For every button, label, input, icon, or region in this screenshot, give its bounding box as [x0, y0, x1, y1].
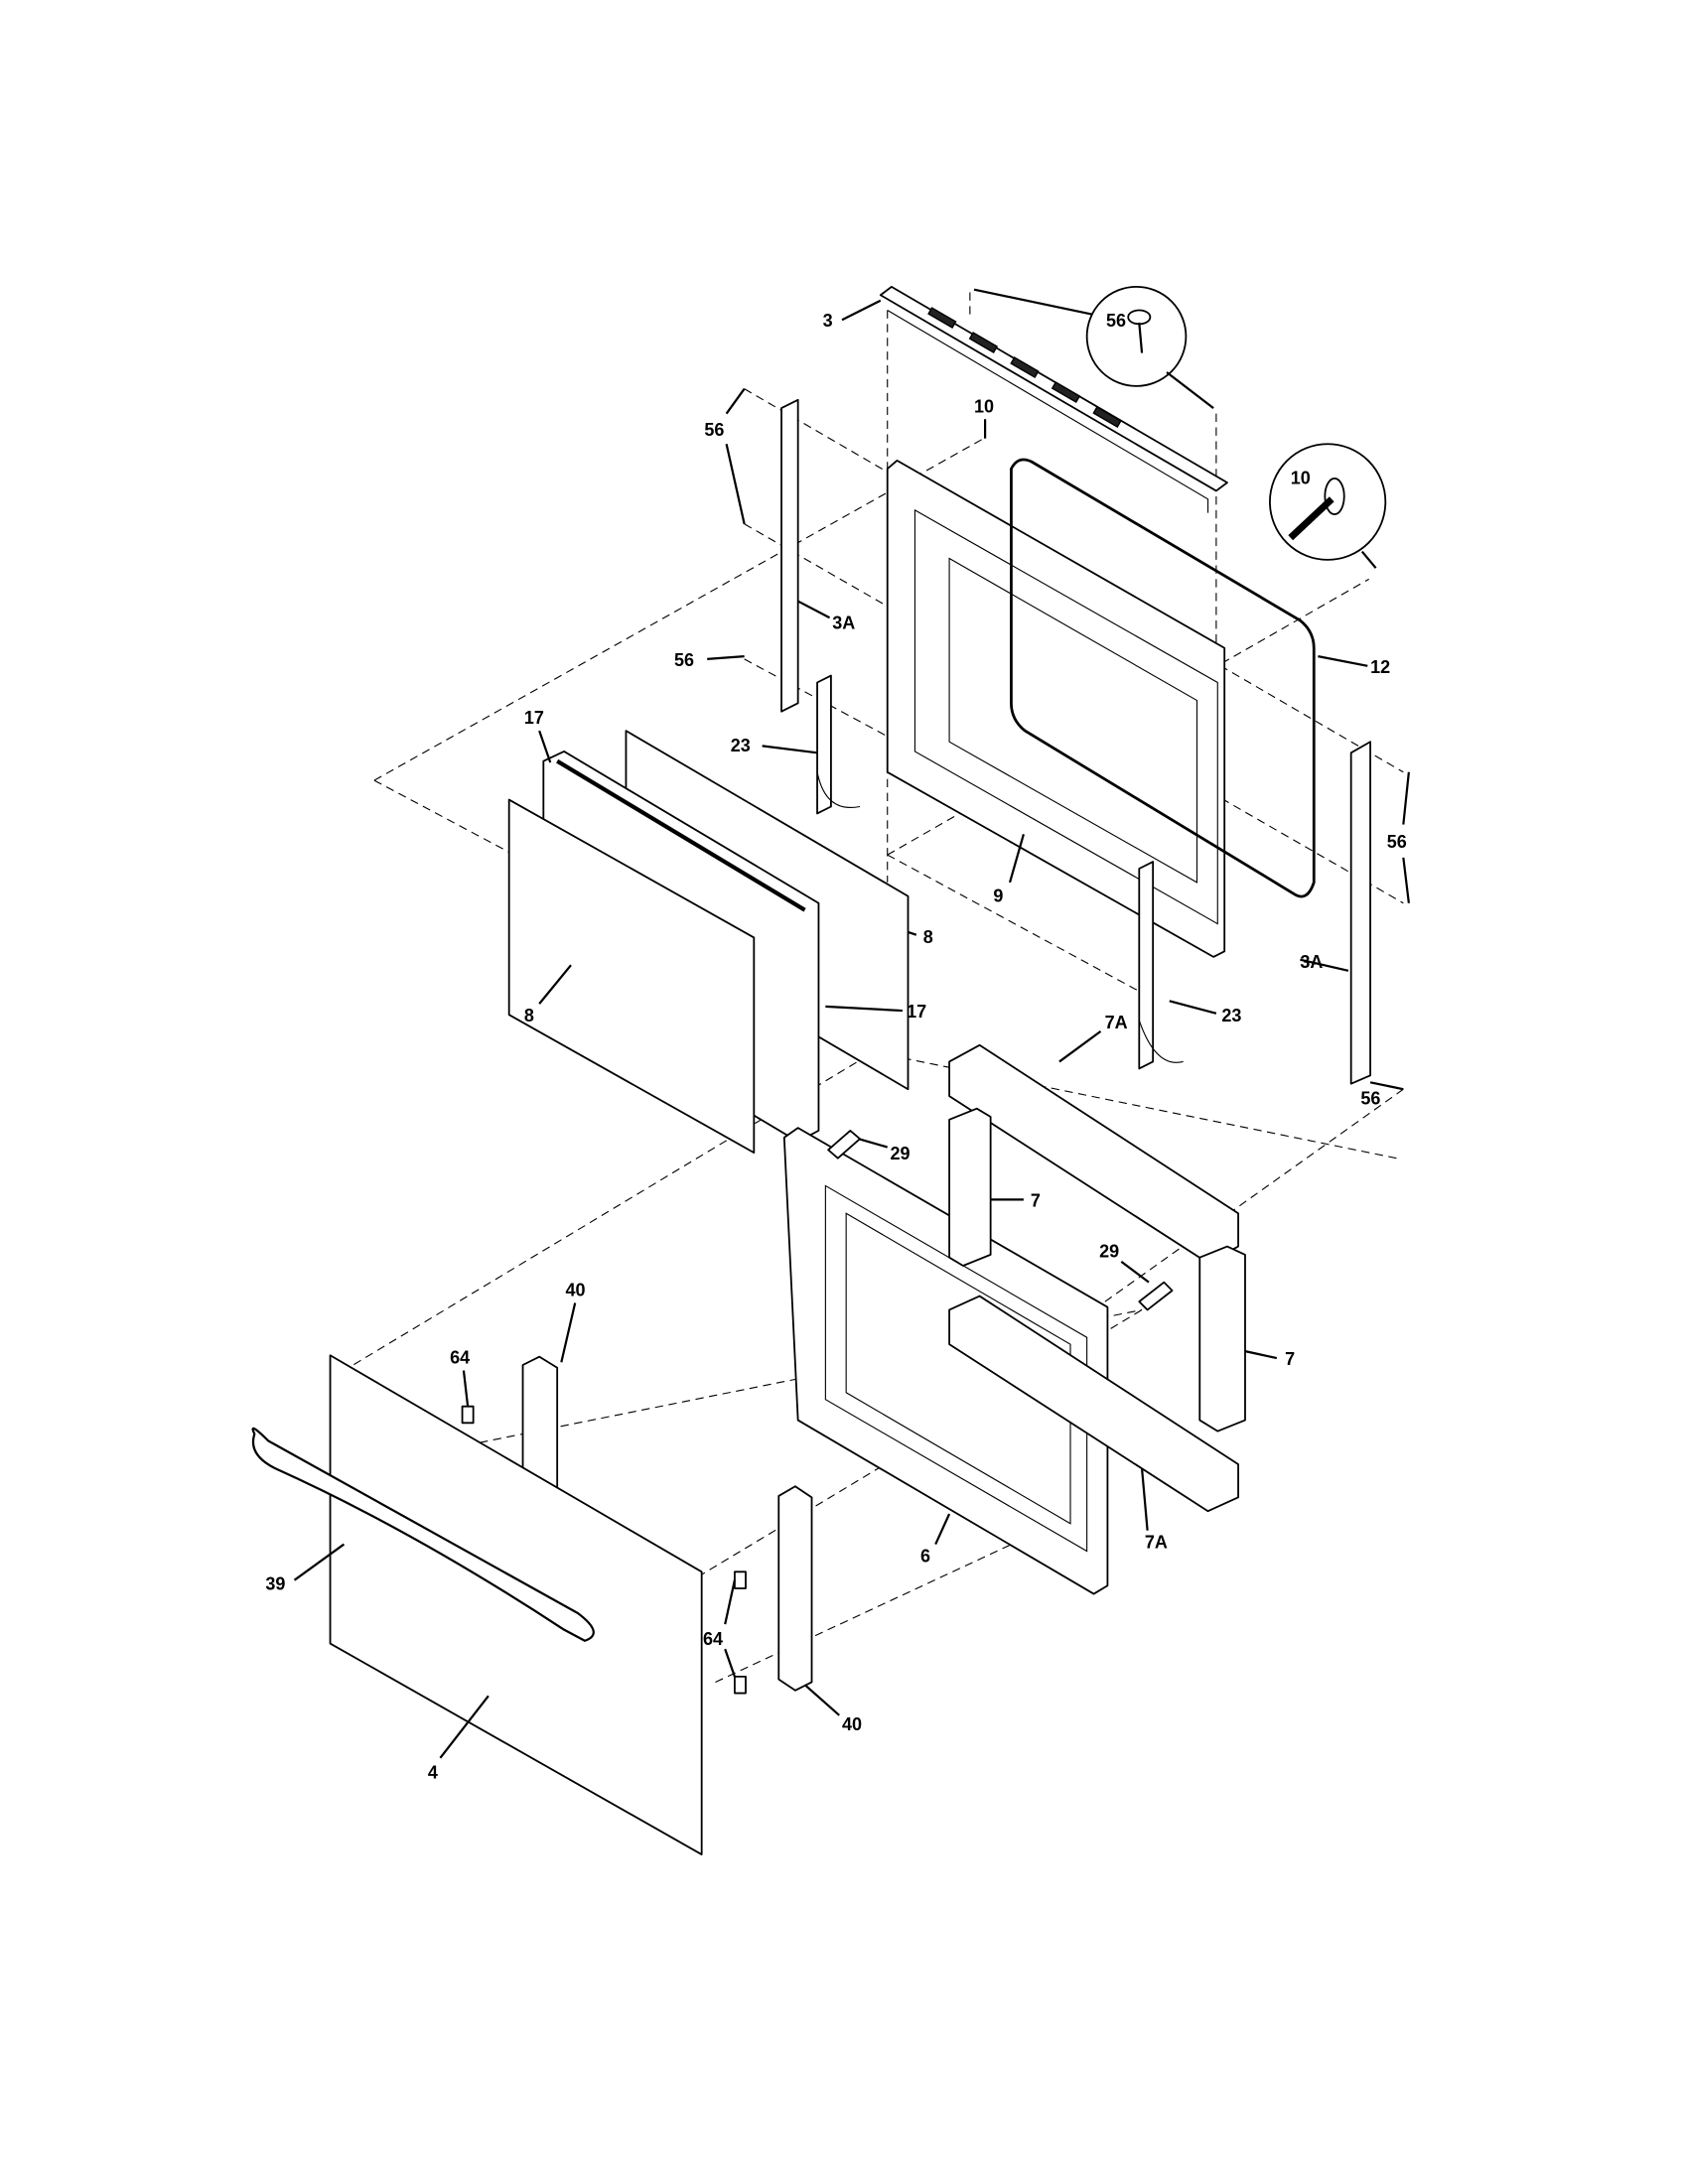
callout-56-detail: 56: [1106, 311, 1126, 331]
part-4-outer-door-panel: [329, 1354, 703, 1855]
pin-10-detail: [1269, 443, 1387, 561]
callout-56: 56: [1360, 1088, 1380, 1108]
callout-56: 56: [1387, 832, 1407, 852]
callout-64: 64: [703, 1629, 723, 1649]
part-8-glass-front: [507, 798, 756, 1155]
part-3A-left-strip: [780, 398, 799, 713]
callout-56: 56: [674, 650, 694, 670]
screw-56-detail: [1085, 285, 1188, 387]
callout-40: 40: [842, 1714, 862, 1734]
part-6-door-liner: [782, 1127, 1109, 1595]
callout-56: 56: [704, 420, 724, 440]
part-39-door-handle: [251, 1427, 595, 1642]
callout-12: 12: [1370, 657, 1390, 677]
callout-23: 23: [1221, 1006, 1241, 1025]
callout-8: 8: [524, 1006, 534, 1025]
part-12-gasket: [1010, 458, 1316, 898]
part-29-pin-b: [1138, 1281, 1174, 1311]
callout-40: 40: [565, 1281, 585, 1300]
callout-7: 7: [1031, 1190, 1041, 1210]
part-7-right-insulation: [1198, 1245, 1246, 1433]
callout-6: 6: [920, 1547, 930, 1567]
part-64-clip-lower: [734, 1570, 747, 1695]
callout-17: 17: [524, 708, 544, 728]
part-23-hinge-left: [816, 674, 861, 815]
part-7A-bottom-insulation: [948, 1295, 1239, 1513]
callout-17: 17: [907, 1002, 926, 1022]
callout-64: 64: [450, 1348, 470, 1368]
callout-23: 23: [731, 736, 751, 755]
part-64-clip-upper: [461, 1405, 475, 1425]
callout-29: 29: [890, 1144, 910, 1163]
callout-7: 7: [1285, 1349, 1295, 1369]
callout-10: 10: [974, 396, 994, 416]
part-7A-top-insulation: [948, 1043, 1239, 1265]
callout-3A: 3A: [1300, 952, 1323, 972]
callout-4: 4: [428, 1763, 438, 1783]
callout-29: 29: [1099, 1242, 1119, 1262]
callout-3: 3: [823, 311, 833, 331]
part-40-bracket-lower: [777, 1485, 813, 1692]
part-7-left-insulation: [948, 1107, 992, 1267]
callout-7A: 7A: [1145, 1533, 1168, 1553]
callout-3A: 3A: [832, 613, 855, 632]
part-3-top-trim: [879, 285, 1228, 513]
callout-9: 9: [993, 886, 1003, 905]
part-9-inner-frame: [886, 459, 1226, 958]
callout-39: 39: [265, 1573, 285, 1593]
callout-labels: 3 56 10 56 10 3A 56 12 17 23 56 9 8 3A 1…: [265, 311, 1406, 1783]
leader-lines: [293, 288, 1410, 1759]
callout-7A: 7A: [1105, 1013, 1128, 1032]
part-23-hinge-right: [1138, 861, 1184, 1070]
callout-10-detail: 10: [1291, 468, 1311, 487]
part-3A-right-strip: [1349, 741, 1371, 1085]
callout-8: 8: [923, 927, 933, 947]
